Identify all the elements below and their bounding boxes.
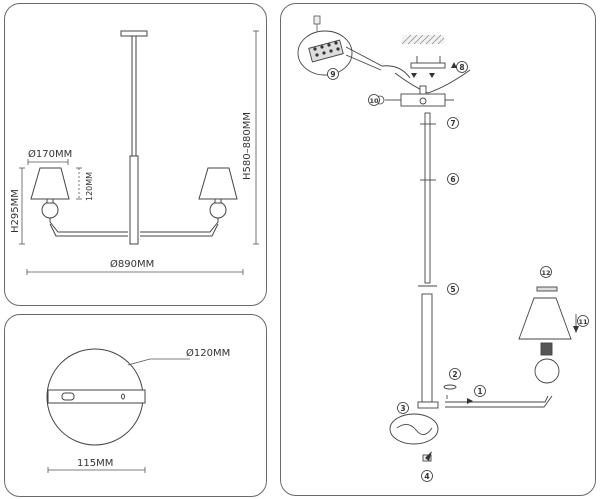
assembly-panel [280,3,596,496]
dimensions-panel [4,3,267,306]
canopy-panel [4,314,267,497]
